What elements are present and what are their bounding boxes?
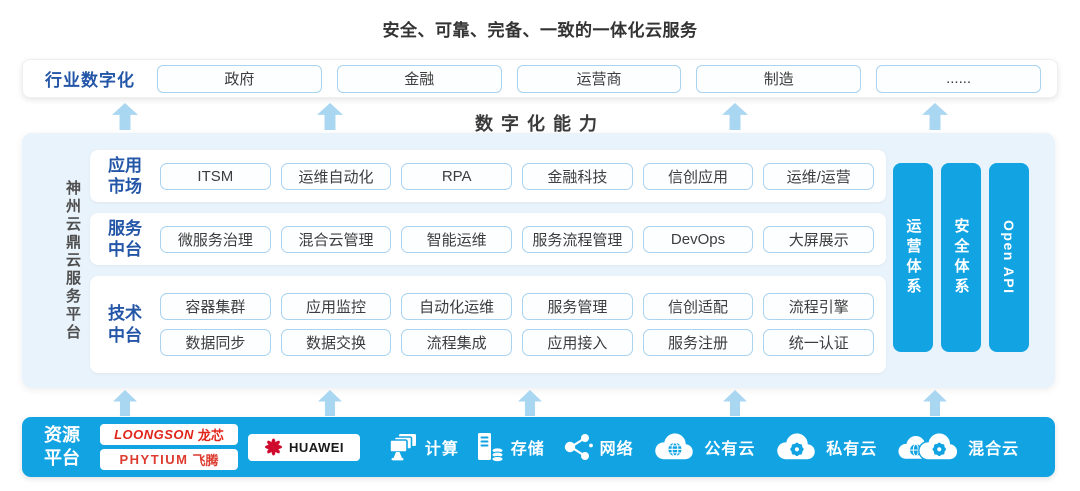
pillar-security-system: 安全体系	[941, 163, 981, 352]
pillar-open-api: Open API	[989, 163, 1029, 352]
chip-ops-automation: 运维自动化	[280, 162, 392, 190]
platform-rows: 应用市场 ITSM 运维自动化 RPA 金融科技 信创应用 运维/运营 服务中台…	[90, 150, 886, 373]
chip-itsm: ITSM	[160, 162, 271, 190]
row-tech-platform: 技术中台 容器集群 应用监控 自动化运维 服务管理 信创适配 流程引擎 数据同步…	[90, 276, 886, 373]
pillar-list: 运营体系 安全体系 Open API	[893, 163, 1029, 352]
resource-item-network: 网络	[563, 433, 634, 461]
industry-chip-list: 政府 金融 运营商 制造 ......	[157, 64, 1041, 93]
chip-app-monitoring: 应用监控	[280, 293, 392, 320]
row-tech-platform-chips: 容器集群 应用监控 自动化运维 服务管理 信创适配 流程引擎 数据同步 数据交换…	[160, 293, 875, 356]
row-service-platform-chips: 微服务治理 混合云管理 智能运维 服务流程管理 DevOps 大屏展示	[160, 225, 875, 253]
storage-icon	[477, 432, 504, 462]
resource-item-compute: 计算	[388, 433, 459, 461]
chip-intelligent-ops: 智能运维	[401, 225, 513, 253]
row-app-market-chips: ITSM 运维自动化 RPA 金融科技 信创应用 运维/运营	[160, 162, 875, 190]
resource-item-private-cloud: 私有云	[773, 432, 877, 462]
huawei-flower-icon	[264, 438, 283, 456]
up-arrow-icon	[318, 390, 342, 416]
chip-xinchuang-app: 信创应用	[642, 162, 754, 190]
chip-process-engine: 流程引擎	[763, 293, 875, 320]
up-arrow-icon	[923, 390, 947, 416]
chip-rpa: RPA	[401, 162, 513, 190]
chip-service-registry: 服务注册	[642, 329, 754, 356]
capability-label: 数字化能力	[475, 114, 605, 134]
chip-big-screen: 大屏展示	[763, 225, 875, 253]
row-app-market: 应用市场 ITSM 运维自动化 RPA 金融科技 信创应用 运维/运营	[90, 150, 886, 202]
resource-bar-label: 资源平台	[44, 424, 80, 468]
resource-item-public-cloud: 公有云	[651, 432, 755, 462]
chip-devops: DevOps	[642, 225, 754, 253]
chip-ops-operation: 运维/运营	[763, 162, 875, 190]
chip-data-exchange: 数据交换	[280, 329, 392, 356]
up-arrow-icon	[723, 390, 747, 416]
up-arrow-icon	[518, 390, 542, 416]
chip-hybrid-cloud-mgmt: 混合云管理	[280, 225, 392, 253]
industry-chip-more: ......	[876, 64, 1041, 93]
chip-service-flow-mgmt: 服务流程管理	[522, 225, 633, 253]
chip-app-access: 应用接入	[522, 329, 633, 356]
platform-side-label: 神州云鼎云服务平台	[64, 179, 81, 342]
pillar-operation-system: 运营体系	[893, 163, 933, 352]
industry-chip-government: 政府	[157, 64, 322, 93]
loongson-logo: LOONGSON 龙芯	[100, 424, 238, 445]
network-icon	[563, 433, 593, 461]
row-service-platform-label: 服务中台	[108, 218, 142, 259]
compute-icon	[388, 433, 418, 461]
chip-service-mgmt: 服务管理	[522, 293, 633, 320]
public-cloud-icon	[651, 432, 697, 462]
chip-automated-ops: 自动化运维	[401, 293, 513, 320]
chip-microservice-gov: 微服务治理	[160, 225, 271, 253]
industry-row: 行业数字化 政府 金融 运营商 制造 ......	[22, 59, 1058, 98]
platform-box: 神州云鼎云服务平台 应用市场 ITSM 运维自动化 RPA 金融科技 信创应用 …	[22, 133, 1055, 388]
up-arrow-icon	[113, 390, 137, 416]
resource-item-hybrid-cloud: 混合云	[895, 432, 1019, 462]
chip-fintech: 金融科技	[522, 162, 633, 190]
resource-bar: 资源平台 LOONGSON 龙芯 PHYTIUM 飞腾	[22, 417, 1055, 477]
chip-xinchuang-adapt: 信创适配	[642, 293, 754, 320]
chip-unified-auth: 统一认证	[763, 329, 875, 356]
vendor-logos: LOONGSON 龙芯 PHYTIUM 飞腾	[100, 424, 238, 470]
chip-data-sync: 数据同步	[160, 329, 271, 356]
resource-item-storage: 存储	[477, 432, 545, 462]
page-title: 安全、可靠、完备、一致的一体化云服务	[382, 21, 698, 40]
private-cloud-icon	[773, 432, 819, 462]
row-service-platform: 服务中台 微服务治理 混合云管理 智能运维 服务流程管理 DevOps 大屏展示	[90, 213, 886, 265]
hybrid-cloud-icon	[895, 432, 961, 462]
resource-items: 计算 存储	[370, 432, 1037, 462]
row-app-market-label: 应用市场	[108, 155, 142, 196]
industry-chip-operator: 运营商	[516, 64, 682, 93]
chip-process-integration: 流程集成	[401, 329, 513, 356]
industry-chip-finance: 金融	[336, 64, 502, 93]
industry-row-label: 行业数字化	[45, 71, 135, 90]
industry-chip-manufacturing: 制造	[696, 64, 862, 93]
row-tech-platform-label: 技术中台	[108, 304, 142, 345]
huawei-logo: HUAWEI	[248, 433, 360, 461]
phytium-logo: PHYTIUM 飞腾	[100, 449, 238, 470]
chip-container-cluster: 容器集群	[160, 293, 271, 320]
